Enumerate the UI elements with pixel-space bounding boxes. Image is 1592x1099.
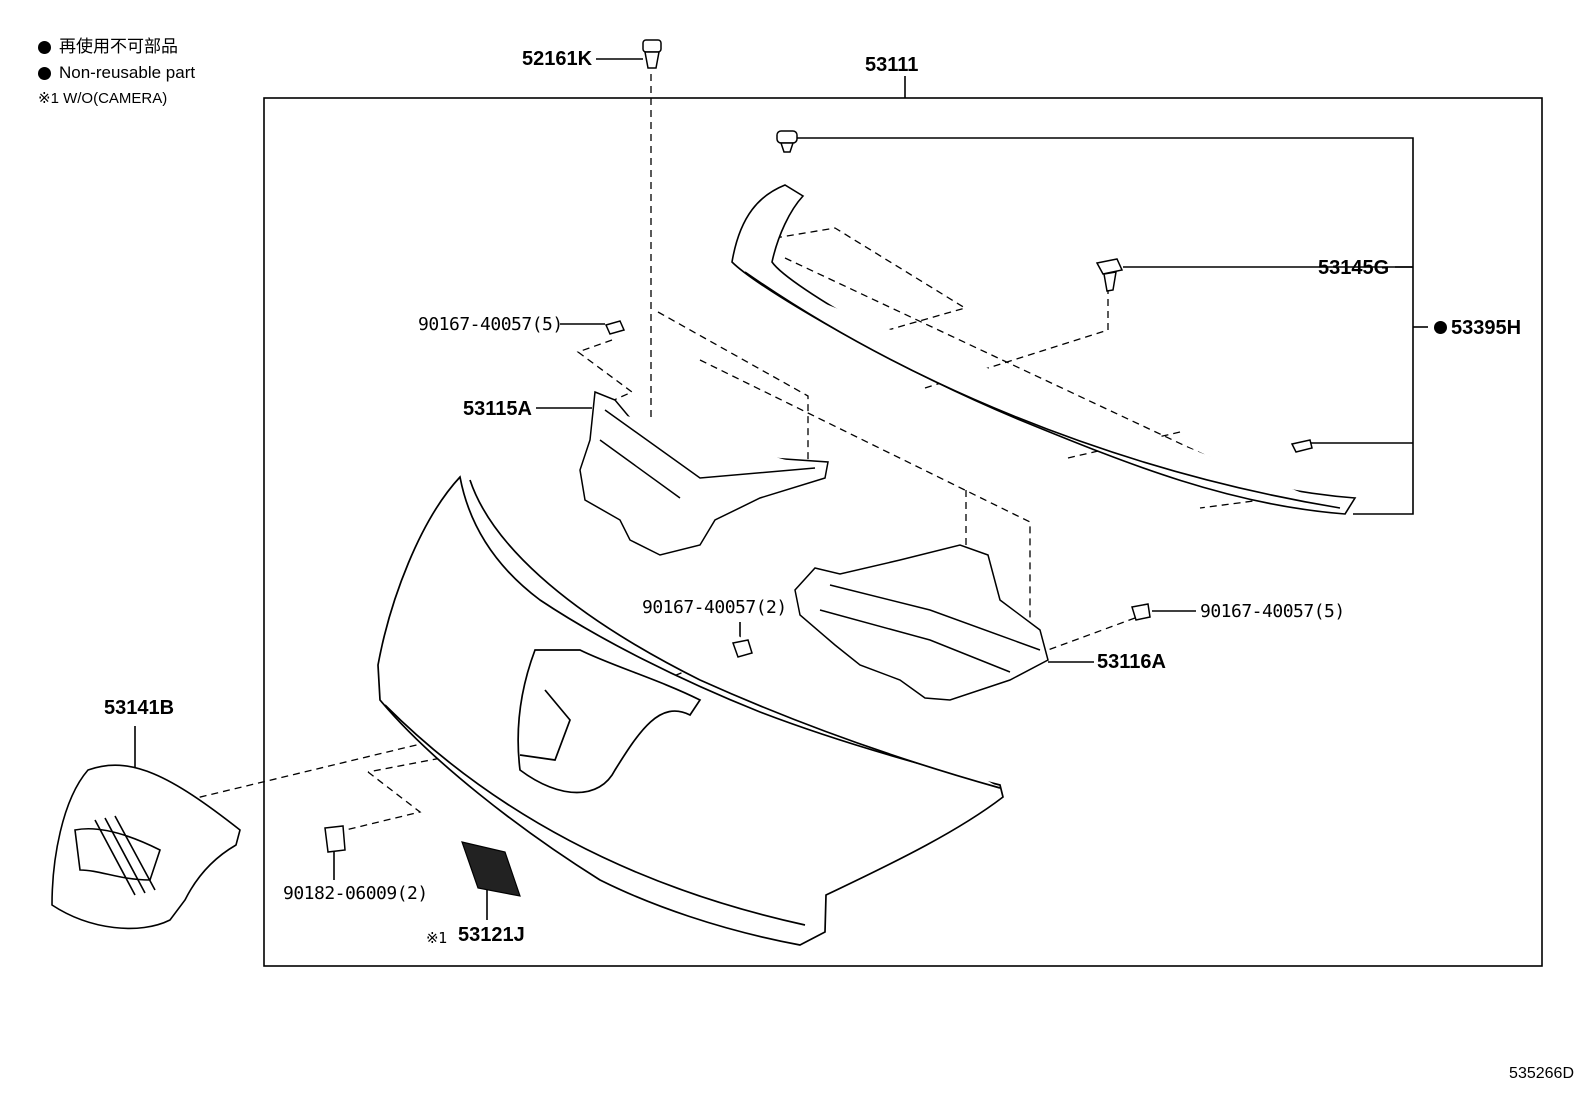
diagram-code: 535266D [1509, 1065, 1574, 1082]
legend-row-en: Non-reusable part [38, 60, 195, 86]
label-53115A: 53115A [463, 398, 532, 420]
label-90167-left: 90167-40057(5) [418, 314, 563, 335]
legend-en-text: Non-reusable part [59, 63, 196, 82]
upper-molding [731, 184, 1357, 515]
non-reusable-dot-icon [38, 66, 51, 80]
non-reusable-dot-icon [38, 40, 51, 54]
legend-row-jp: 再使用不可部品 [38, 34, 195, 60]
label-53395H: 53395H [1434, 318, 1521, 338]
nut-90182 [324, 825, 346, 853]
legend-note: ※1 W/O(CAMERA) [38, 86, 195, 112]
label-53395H-text: 53395H [1451, 317, 1522, 339]
clip-53145G [1095, 258, 1124, 292]
label-53145G: 53145G [1318, 257, 1390, 279]
clip-53395H [1290, 439, 1313, 453]
legend-note-text: ※1 W/O(CAMERA) [38, 90, 168, 107]
bolt-90167-mid [732, 639, 753, 658]
bracket-53115A [579, 390, 829, 556]
assembly-frame [263, 97, 1543, 967]
camera-cover-53121J [461, 841, 521, 897]
bolt-90167-left [604, 320, 626, 335]
legend-jp-text: 再使用不可部品 [59, 37, 178, 56]
bracket-53395H [797, 137, 1414, 515]
label-53121J-note: ※1 [426, 929, 447, 947]
emblem-53141B [51, 764, 241, 930]
label-90167-mid: 90167-40057(2) [642, 597, 787, 618]
label-53141B: 53141B [104, 697, 175, 719]
bracket-53116A [794, 544, 1049, 701]
non-reusable-dot-icon [1434, 321, 1447, 334]
bolt-90167-right [1131, 603, 1151, 621]
label-53111: 53111 [865, 54, 919, 76]
label-90167-right: 90167-40057(5) [1200, 601, 1345, 622]
legend: 再使用不可部品 Non-reusable part ※1 W/O(CAMERA) [38, 34, 195, 112]
radiator-grille [377, 475, 1004, 946]
label-52161K: 52161K [522, 48, 593, 70]
label-90182: 90182-06009(2) [283, 883, 428, 904]
clip-52161K [642, 39, 662, 69]
label-53116A: 53116A [1097, 651, 1166, 673]
cap-clip [776, 130, 798, 153]
label-53121J: 53121J [458, 924, 525, 946]
